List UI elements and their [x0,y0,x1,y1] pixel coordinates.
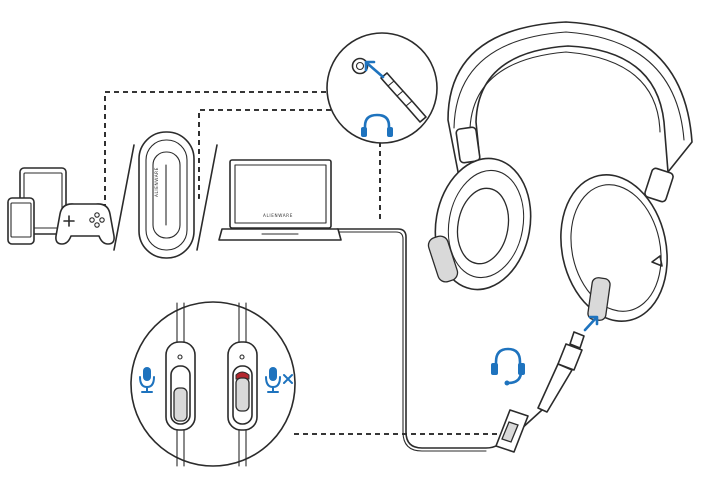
phone-icon [7,197,35,245]
cable-plug [519,315,599,431]
microphone-muted-icon [265,367,293,393]
gamepad-icon [55,203,115,245]
headset-icon [491,347,525,386]
laptop-brand-text: ALIENWARE [263,213,293,218]
headphones-icon [361,113,393,137]
audio-jack-callout [326,32,438,144]
usb-dongle-icon: ALIENWARE [138,131,195,259]
headset-illustration [427,21,693,322]
mic-switch-muted [227,302,258,467]
mic-switch-unmuted [165,302,196,467]
inline-mic-switch [495,409,529,453]
dongle-brand-text: ALIENWARE [154,167,159,197]
divider-slash [196,144,218,251]
audio-jack-icon [351,57,427,123]
mic-mute-callout [130,301,296,467]
laptop-icon: ALIENWARE [218,159,342,241]
microphone-icon [139,367,155,393]
divider-slash [113,144,135,251]
